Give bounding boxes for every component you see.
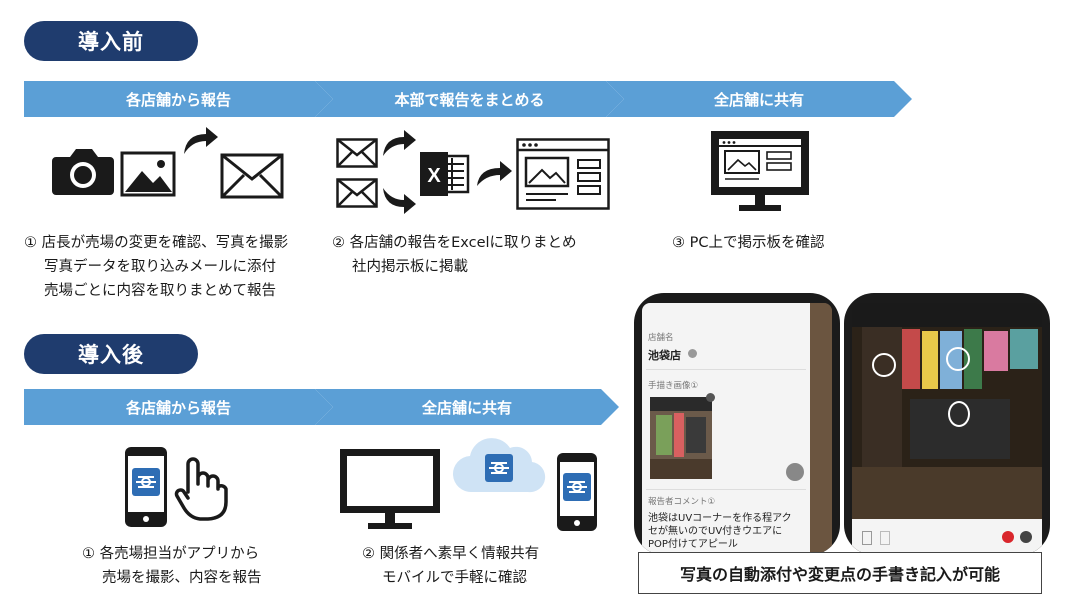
hand-pointer-icon (174, 456, 230, 522)
before-desc-3: ③ PC上で掲示板を確認 (672, 231, 824, 255)
svg-text:X: X (427, 165, 441, 187)
image-icon (120, 151, 176, 197)
divider (646, 489, 806, 490)
smartphone-icon (556, 452, 598, 532)
curved-arrow-icon (180, 124, 220, 156)
pen-icon[interactable] (786, 463, 804, 481)
mail-icon (220, 153, 284, 199)
annotation-circle (872, 353, 896, 377)
app-form-phone: 店舗名 池袋店 手描き画像① 報告者コメント① 池袋はUVコーナーを作る程アク … (634, 293, 840, 555)
smartphone-icon (124, 446, 168, 528)
comment-field-label: 報告者コメント① (648, 495, 715, 507)
image-field-label: 手描き画像① (648, 379, 698, 391)
red-color-swatch[interactable] (1002, 531, 1014, 543)
form-panel: 店舗名 池袋店 手描き画像① 報告者コメント① 池袋はUVコーナーを作る程アク … (642, 303, 810, 555)
feature-caption: 写真の自動添付や変更点の手書き記入が可能 (638, 552, 1042, 594)
cloud-icon (452, 434, 546, 496)
before-step-3: 全店舗に共有 (606, 81, 912, 117)
eraser-icon[interactable] (862, 531, 872, 545)
mail-icon (336, 178, 378, 208)
desc-line: 売場を撮影、内容を報告 (82, 566, 262, 590)
curved-arrow-icon (474, 160, 514, 188)
annotation-circle (948, 401, 970, 427)
desc-line: モバイルで手軽に確認 (362, 566, 539, 590)
comment-line: POP付けてアピール (648, 535, 738, 550)
background-photo-strip (810, 303, 832, 555)
after-step-2: 全店舗に共有 (315, 389, 619, 425)
app-screen: 店舗名 池袋店 手描き画像① 報告者コメント① 池袋はUVコーナーを作る程アク … (642, 303, 832, 555)
mail-icon (336, 138, 378, 168)
before-step-1: 各店舗から報告 (24, 81, 333, 117)
store-value[interactable]: 池袋店 (648, 347, 681, 363)
desc-line: 写真データを取り込みメールに添付 (24, 255, 288, 279)
desc-line: 売場ごとに内容を取りまとめて報告 (24, 279, 288, 303)
app-photo-phone (844, 293, 1050, 555)
after-label: 導入後 (24, 334, 198, 374)
after-desc-1: ① 各売場担当がアプリから 売場を撮影、内容を報告 (82, 542, 262, 590)
desc-line: ③ PC上で掲示板を確認 (672, 231, 824, 255)
desc-line: ② 関係者へ素早く情報共有 (362, 542, 539, 566)
desc-line: ① 各売場担当がアプリから (82, 542, 262, 566)
excel-icon: X (418, 152, 470, 196)
dropdown-icon[interactable] (688, 349, 697, 358)
annotation-circle (946, 347, 970, 371)
before-desc-2: ② 各店舗の報告をExcelに取りまとめ 社内掲示板に掲載 (332, 231, 577, 279)
store-photo-thumbnail[interactable] (650, 397, 712, 479)
desc-line: ② 各店舗の報告をExcelに取りまとめ (332, 231, 577, 255)
drawing-toolbar (852, 519, 1042, 555)
photo-screen (852, 303, 1042, 555)
monitor-icon (709, 129, 811, 215)
before-desc-1: ① 店長が売場の変更を確認、写真を撮影 写真データを取り込みメールに添付 売場ご… (24, 231, 288, 303)
black-color-swatch[interactable] (1020, 531, 1032, 543)
close-icon[interactable] (706, 393, 715, 402)
desc-line: ① 店長が売場の変更を確認、写真を撮影 (24, 231, 288, 255)
monitor-icon (338, 447, 442, 531)
after-desc-2: ② 関係者へ素早く情報共有 モバイルで手軽に確認 (362, 542, 539, 590)
undo-icon[interactable] (880, 531, 890, 545)
divider (646, 369, 806, 370)
curved-arrow-icon (380, 186, 418, 216)
browser-window-icon (516, 138, 610, 210)
store-field-label: 店舗名 (648, 331, 674, 343)
curved-arrow-icon (380, 128, 418, 158)
after-step-1: 各店舗から報告 (24, 389, 333, 425)
camera-icon (52, 145, 114, 197)
desc-line: 社内掲示板に掲載 (332, 255, 577, 279)
before-step-2: 本部で報告をまとめる (315, 81, 624, 117)
before-label: 導入前 (24, 21, 198, 61)
